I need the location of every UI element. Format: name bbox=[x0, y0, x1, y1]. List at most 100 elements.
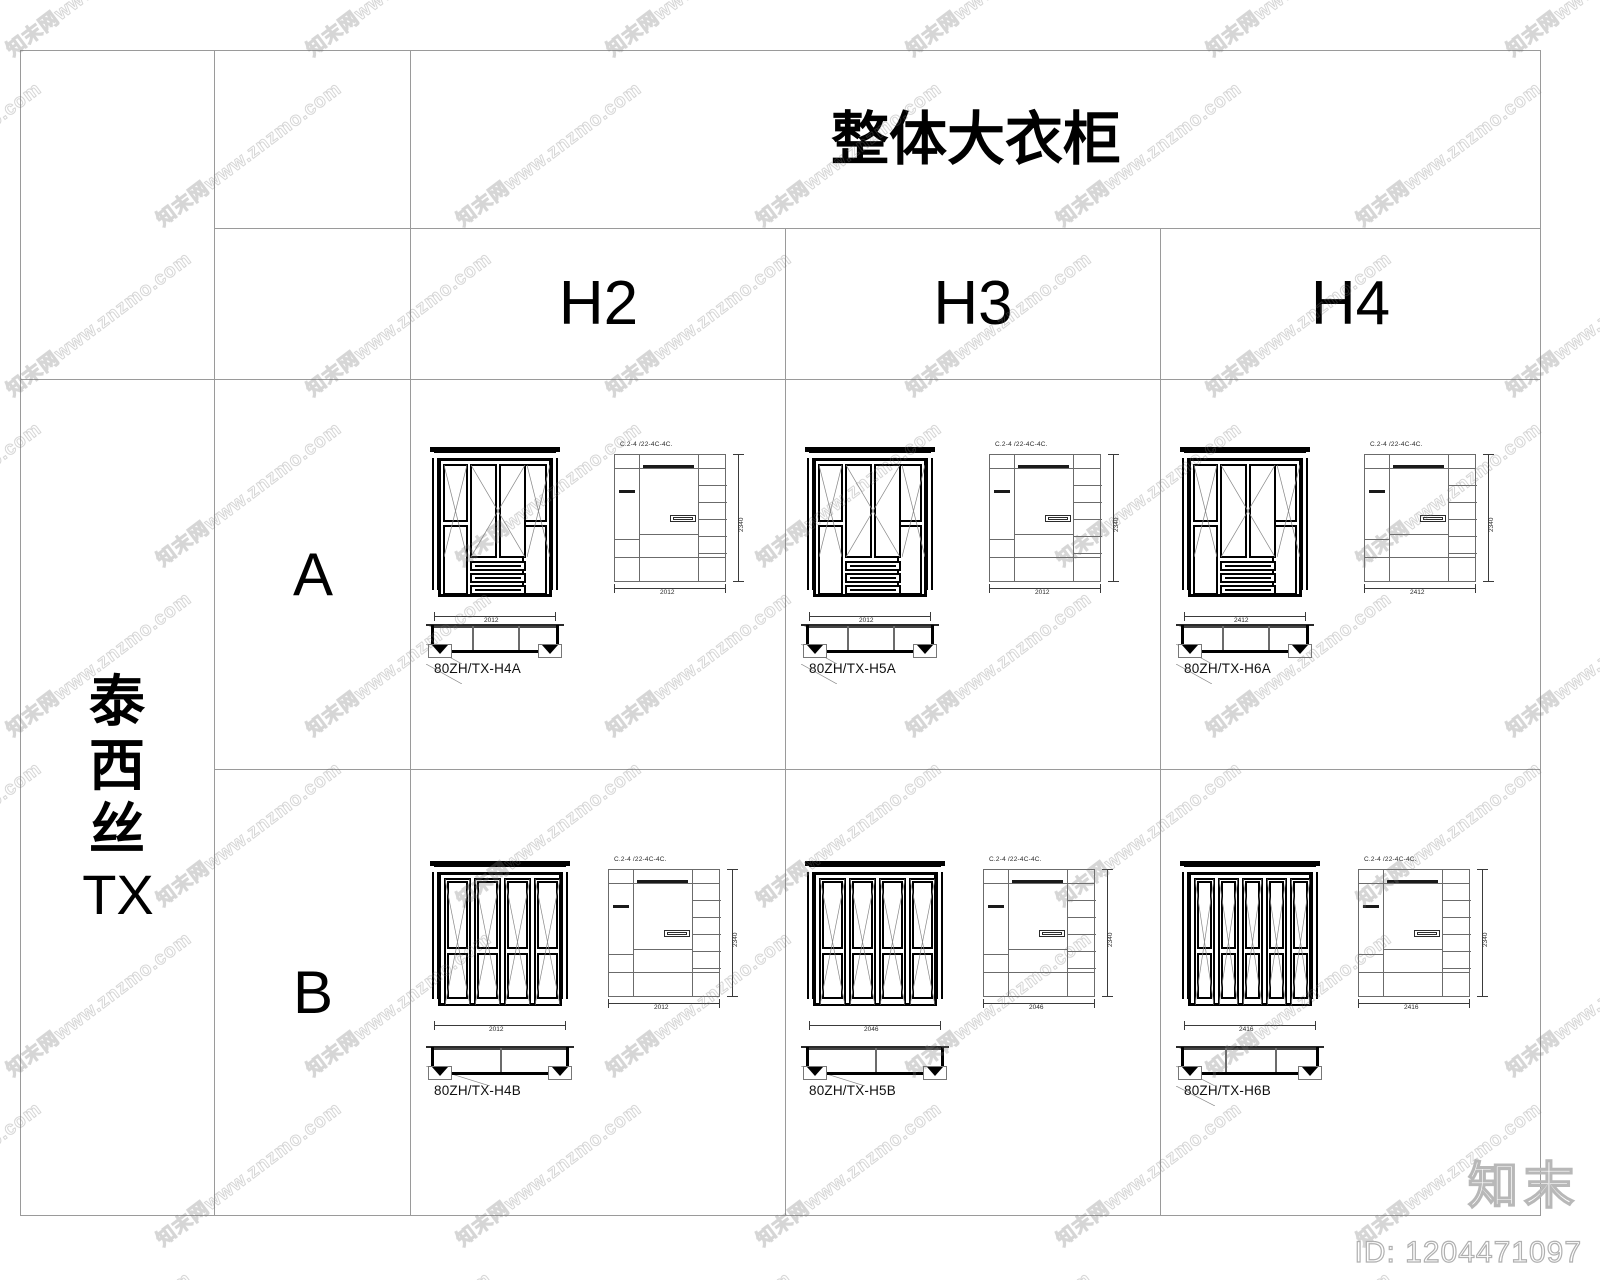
section-height-dimension: 2340 bbox=[1474, 869, 1490, 997]
plan-foot-marker bbox=[552, 1067, 568, 1076]
hatch-diagonal bbox=[475, 879, 500, 1005]
plan-end-right bbox=[566, 1047, 569, 1074]
section-height-dimension: 2340 bbox=[730, 454, 746, 582]
plan-foot-marker bbox=[807, 645, 823, 654]
hatch-diagonal bbox=[880, 879, 905, 1005]
model-code-label: 80ZH/TX-H4B bbox=[434, 1083, 521, 1098]
section-shelf-bottom bbox=[1365, 557, 1475, 558]
section-caption: C.2-4 /22-4C-4C. bbox=[995, 441, 1048, 448]
hanging-rod-main bbox=[1012, 880, 1063, 883]
section-shelf-bottom bbox=[990, 557, 1100, 558]
section-divider-left bbox=[633, 870, 634, 996]
dimension-tick-right bbox=[719, 999, 720, 1008]
door-panel-upper bbox=[822, 881, 843, 949]
model-code-label: 80ZH/TX-H5B bbox=[809, 1083, 896, 1098]
grid-col-div-3 bbox=[785, 229, 786, 1216]
dimension-tick-left bbox=[809, 612, 810, 621]
interior-section bbox=[608, 869, 721, 997]
wardrobe-elevation bbox=[1180, 861, 1320, 1016]
elevation-width-label: 2046 bbox=[864, 1026, 879, 1033]
pilaster-left bbox=[807, 872, 814, 999]
section-divider-right bbox=[698, 455, 699, 581]
hatch-diagonal bbox=[1175, 1085, 1216, 1107]
section-caption: C.2-4 /22-4C-4C. bbox=[989, 856, 1042, 863]
section-shelf-right bbox=[692, 951, 721, 952]
hatch-diagonal bbox=[527, 465, 550, 557]
plan-partition bbox=[847, 626, 849, 650]
interior-section bbox=[983, 869, 1096, 997]
elevation-width-label: 2012 bbox=[489, 1026, 504, 1033]
hanging-rod-side bbox=[1363, 905, 1379, 908]
door-panel-lower bbox=[912, 953, 933, 999]
section-height-dimension: 2340 bbox=[1099, 869, 1115, 997]
dimension-line-vertical bbox=[1488, 454, 1489, 582]
plan-top-edge bbox=[426, 624, 564, 626]
pilaster-left bbox=[1182, 872, 1189, 999]
plan-front-edge bbox=[807, 650, 933, 653]
plan-foot-left bbox=[1178, 1066, 1202, 1080]
elevation-width-dimension: 2412 bbox=[1184, 611, 1306, 627]
grid-row-div-2 bbox=[20, 379, 1541, 380]
elevation-width-label: 2412 bbox=[1234, 617, 1249, 624]
hatch-diagonal bbox=[1221, 465, 1275, 557]
grid-line-right bbox=[1540, 50, 1541, 1216]
plan-partition bbox=[1275, 1048, 1277, 1072]
section-drawer-unit bbox=[1420, 515, 1446, 522]
section-shelf-right bbox=[1442, 951, 1471, 952]
side-door-right-lower bbox=[522, 525, 547, 595]
section-shelf-bottom bbox=[984, 972, 1094, 973]
section-width-label: 2012 bbox=[654, 1004, 669, 1011]
side-door-left-lower bbox=[818, 525, 843, 595]
section-divider-left bbox=[1389, 455, 1390, 581]
wardrobe-drawing-b-h3: 2046 C.2-4 /22-4C-4C. 2340 2046 80ZH/TX-H5B bbox=[787, 771, 1160, 1215]
section-shelf-right bbox=[1067, 934, 1096, 935]
section-shelf-left bbox=[609, 954, 633, 955]
section-shelf-right bbox=[1067, 968, 1096, 969]
wardrobe-elevation bbox=[805, 861, 945, 1016]
section-drawer-unit bbox=[1039, 930, 1065, 937]
section-width-dimension: 2046 bbox=[983, 999, 1095, 1013]
hatch-diagonal bbox=[902, 465, 925, 557]
hatch-diagonal bbox=[1291, 879, 1310, 1005]
centre-door-left bbox=[1220, 464, 1247, 558]
hanging-rod-side bbox=[613, 905, 629, 908]
dimension-line-horizontal bbox=[989, 588, 1101, 589]
row-header-b: B bbox=[215, 770, 411, 1215]
hanging-rod-side bbox=[994, 490, 1010, 493]
plan-foot-marker bbox=[1292, 645, 1308, 654]
grid-row-div-1 bbox=[214, 228, 1541, 229]
dimension-tick-left bbox=[614, 584, 615, 593]
pilaster-left bbox=[432, 872, 439, 999]
dimension-tick-left bbox=[1358, 999, 1359, 1008]
section-caption: C.2-4 /22-4C-4C. bbox=[614, 856, 667, 863]
drawer-front bbox=[1220, 585, 1276, 595]
plan-partition bbox=[875, 1048, 877, 1072]
door-panel-lower bbox=[822, 953, 843, 999]
elevation-width-label: 2012 bbox=[859, 617, 874, 624]
plan-view bbox=[800, 1045, 949, 1087]
pilaster-right bbox=[926, 458, 933, 590]
pilaster-left bbox=[432, 458, 439, 590]
dimension-tick-right bbox=[1475, 584, 1476, 593]
section-shelf-bottom bbox=[1359, 972, 1469, 973]
section-width-label: 2416 bbox=[1404, 1004, 1419, 1011]
section-shelf-right bbox=[1442, 968, 1471, 969]
plan-foot-right bbox=[913, 644, 937, 658]
plan-front-edge bbox=[432, 1072, 568, 1075]
hanging-rod-main bbox=[1018, 465, 1069, 468]
interior-section bbox=[1358, 869, 1471, 997]
door-panel-lower bbox=[1197, 953, 1212, 999]
section-width-label: 2012 bbox=[1035, 589, 1050, 596]
door-panel-lower bbox=[1221, 953, 1236, 999]
plan-view bbox=[425, 623, 564, 685]
section-shelf-right bbox=[692, 934, 721, 935]
section-caption: C.2-4 /22-4C-4C. bbox=[1370, 441, 1423, 448]
section-drawer-unit bbox=[1414, 930, 1440, 937]
section-divider-left bbox=[639, 455, 640, 581]
plan-partition bbox=[1222, 626, 1224, 650]
section-shelf-right bbox=[1067, 951, 1096, 952]
plan-top-edge bbox=[1176, 1046, 1324, 1048]
dimension-tick-top bbox=[1102, 869, 1113, 870]
